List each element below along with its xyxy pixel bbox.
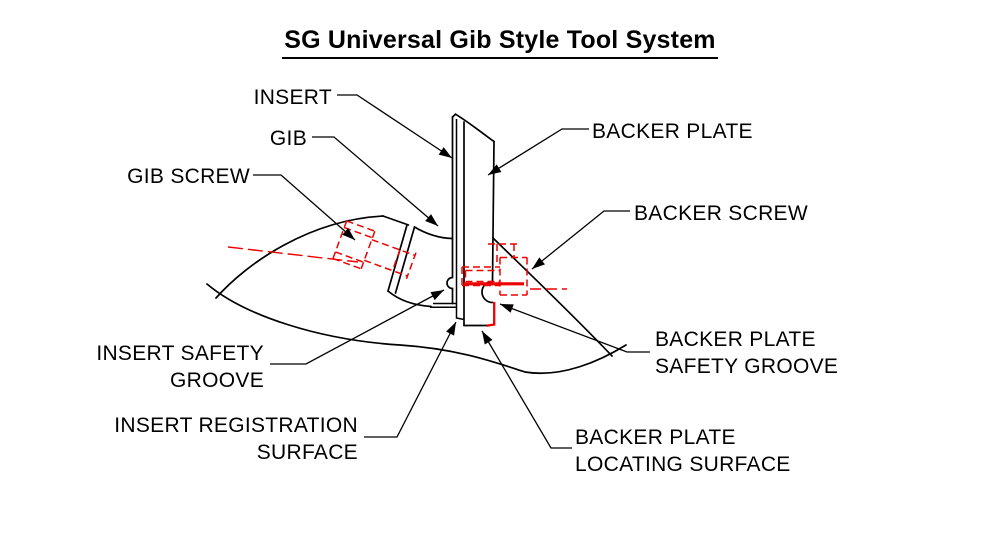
leader-gib	[312, 136, 439, 227]
label-insert-safety-groove: INSERT SAFETY GROOVE	[96, 342, 264, 392]
label-insert-registration-surface: INSERT REGISTRATION SURFACE	[114, 414, 358, 464]
label-insert: INSERT	[253, 86, 332, 109]
leader-gib-screw	[253, 174, 356, 241]
label-gib-screw: GIB SCREW	[127, 165, 250, 188]
page-title-text: SG Universal Gib Style Tool System	[282, 26, 718, 59]
backer-plate-locating-surface-highlight	[486, 301, 496, 327]
leader-insert-registration-surface	[364, 321, 457, 438]
backer-plate-outline	[454, 113, 496, 327]
leader-lines	[253, 94, 650, 449]
die-body-curves	[206, 215, 627, 374]
label-backer-plate: BACKER PLATE	[592, 120, 753, 143]
leader-backer-plate-safety-groove	[499, 303, 650, 353]
label-backer-screw: BACKER SCREW	[634, 202, 808, 225]
leader-insert	[337, 94, 453, 159]
leader-insert-safety-groove	[270, 289, 445, 365]
backer-screw-hidden-lines	[461, 243, 567, 296]
label-backer-plate-locating-surface: BACKER PLATE LOCATING SURFACE	[575, 426, 791, 476]
label-backer-plate-safety-groove: BACKER PLATE SAFETY GROOVE	[655, 328, 839, 378]
gib-screw-hidden-lines	[227, 220, 417, 280]
page-title: SG Universal Gib Style Tool System	[0, 26, 1000, 59]
leader-backer-plate-locating-surface	[481, 330, 572, 449]
insert-outline	[446, 113, 465, 321]
leader-backer-plate	[487, 128, 589, 176]
label-gib: GIB	[269, 127, 307, 150]
gib-outline	[387, 224, 432, 308]
leader-backer-screw	[531, 210, 630, 270]
